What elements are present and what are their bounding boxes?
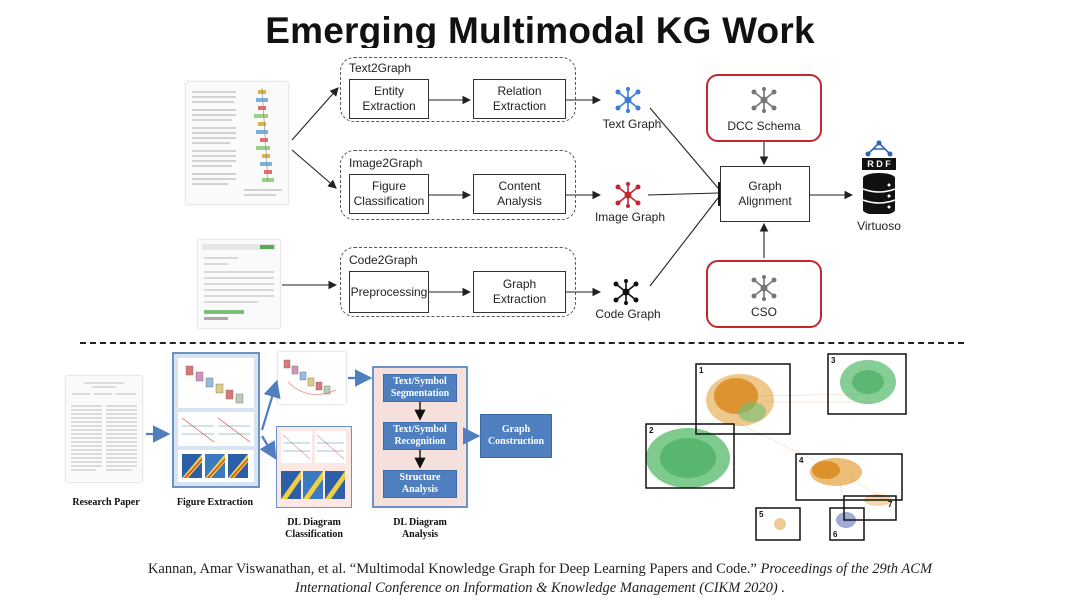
cluster-1 [706,374,774,426]
image-graph-label: Image Graph [594,210,666,224]
cso-graph-icon [751,275,777,301]
dl-diagram-bottom-art [281,431,346,499]
cluster-number-5: 5 [759,510,764,519]
cluster-3 [840,360,896,404]
cluster-2 [646,428,730,488]
graph-extraction-box: Graph Extraction [473,271,566,313]
content-analysis-box: Content Analysis [473,174,566,214]
dl-classification-label: DL Diagram Classification [285,517,343,540]
code2graph-label: Code2Graph [349,253,418,267]
cluster-4 [810,458,892,506]
citation-venue-line1: Proceedings of the 29th ACM [760,561,933,577]
text2graph-label: Text2Graph [349,61,412,75]
code-thumbnail-art [202,244,276,320]
text2graph-group [340,57,576,122]
citation-venue-tail: (CIKM 2020) . [695,580,785,596]
paper-thumbnail [186,82,288,204]
text-graph-label: Text Graph [602,117,662,131]
rdf-letters: R D F [867,159,891,169]
graph-construction-box: Graph Construction [480,414,552,458]
bottom-left-arrows [146,369,481,469]
cluster-number-2: 2 [649,426,654,435]
cluster-box-7 [843,495,897,521]
dl-diagram-top-thumbnail [278,352,346,404]
citation-authors-title: Kannan, Amar Viswanathan, et al. “Multim… [147,561,761,577]
rdf-logo-icon [862,140,896,170]
cluster-box-5 [755,507,801,541]
section-divider [80,342,964,344]
cso-label: CSO [750,305,777,319]
relation-extraction-box: Relation Extraction [473,79,566,119]
dl-diagram-bottom-panel [276,426,352,508]
research-paper-art [71,382,137,471]
text-symbol-segmentation-box: Text/Symbol Segmentation [383,374,457,402]
citation-venue-line2: International Conference on Information … [295,580,696,596]
slide-title: Emerging Multimodal KG Work [265,10,815,48]
dl-diagram-top-art [283,359,337,395]
cluster-5 [774,518,786,530]
code-thumbnail [198,240,280,328]
cluster-number-1: 1 [699,366,704,375]
database-icon [862,173,896,214]
virtuoso-label: Virtuoso [857,219,901,233]
dl-analysis-label: DL Diagram Analysis [393,517,447,540]
cluster-network-visual [645,353,907,541]
cluster-box-1 [695,363,791,435]
cluster-number-3: 3 [831,356,836,365]
structure-analysis-box: Structure Analysis [383,470,457,498]
figure-extraction-panel [172,352,260,488]
figure-extraction-label: Figure Extraction [176,497,254,508]
code-graph-icon [613,279,639,305]
preprocessing-box: Preprocessing [349,271,429,313]
cluster-number-7: 7 [888,500,893,509]
code-graph-label: Code Graph [595,307,661,321]
dcc-schema-graph-icon [751,87,777,113]
text-symbol-recognition-box: Text/Symbol Recognition [383,422,457,450]
research-paper-label: Research Paper [72,497,140,508]
dcc-schema-label: DCC Schema [727,119,801,133]
cluster-number-4: 4 [799,456,804,465]
cluster-box-4 [795,453,903,501]
graph-alignment-box: Graph Alignment [720,166,810,222]
figure-extraction-art [178,358,254,482]
image2graph-label: Image2Graph [349,156,423,170]
figure-classification-box: Figure Classification [349,174,429,214]
cluster-number-6: 6 [833,530,838,539]
cluster-box-2 [645,423,735,489]
code2graph-group [340,247,576,317]
image-graph-icon [615,182,641,208]
entity-extraction-box: Entity Extraction [349,79,429,119]
paper-thumbnail-art [192,87,282,196]
cluster-box-3 [827,353,907,415]
text-graph-icon [615,87,641,113]
image2graph-group [340,150,576,220]
citation: Kannan, Amar Viswanathan, et al. “Multim… [0,560,1080,598]
cluster-box-6 [829,507,865,541]
research-paper-thumbnail [66,376,142,482]
